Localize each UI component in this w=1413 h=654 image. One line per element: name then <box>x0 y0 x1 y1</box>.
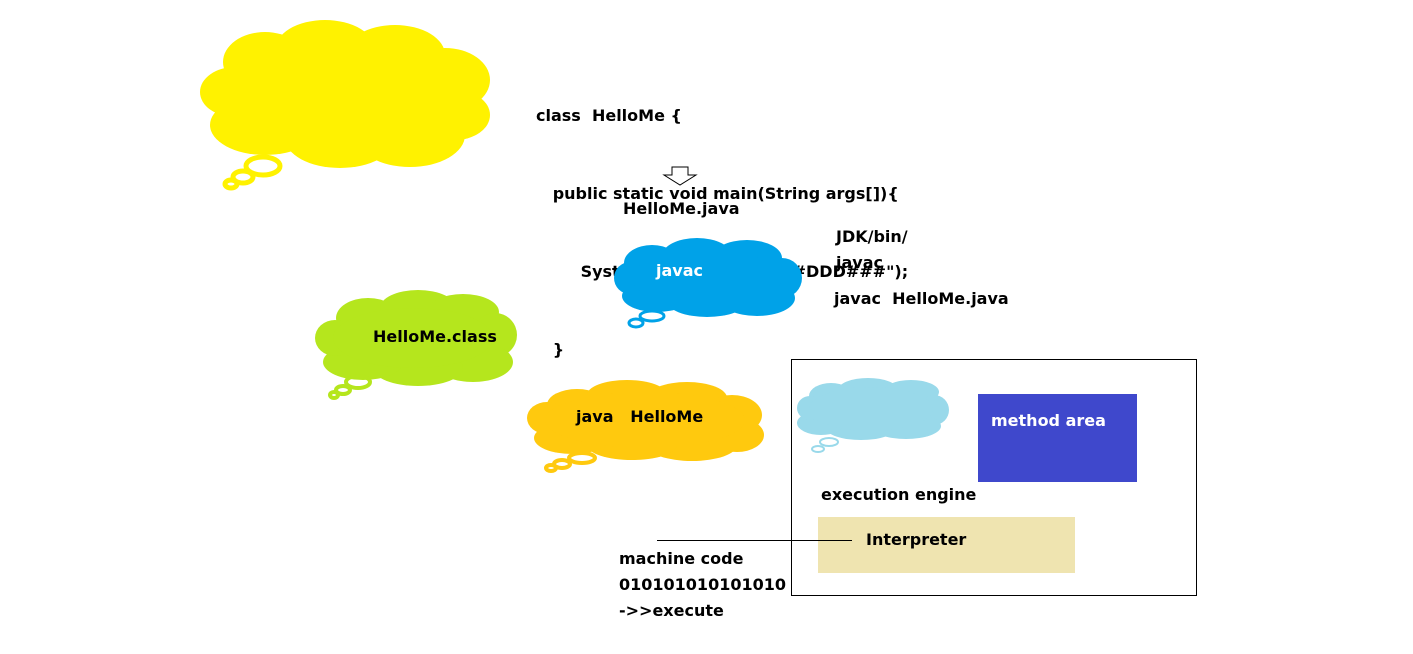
yellow-thought-cloud <box>200 20 490 191</box>
connector-line <box>657 540 852 541</box>
down-arrow-icon <box>662 166 698 186</box>
lightblue-thought-cloud <box>797 378 949 453</box>
java-cloud-label: java HelloMe <box>576 407 704 426</box>
code-line: public static void main(String args[]){ <box>536 184 899 203</box>
javac-command: javac HelloMe.java <box>834 289 1009 308</box>
code-line: class HelloMe { <box>536 106 682 125</box>
interpreter-box <box>818 517 1075 573</box>
machine-code-execute: ->>execute <box>619 601 724 620</box>
code-line: } <box>536 340 565 359</box>
method-area-label: method area <box>991 411 1106 430</box>
jdk-path: JDK/bin/ <box>836 227 908 246</box>
class-cloud-label: HelloMe.class <box>373 327 497 346</box>
machine-code-bits: 010101010101010 <box>619 575 786 594</box>
cloud-body <box>200 20 490 168</box>
machine-code-label: machine code <box>619 549 744 568</box>
method-area-box <box>978 394 1137 482</box>
interpreter-label: Interpreter <box>866 530 967 549</box>
source-file-label: HelloMe.java <box>623 199 740 218</box>
javac-cloud-label: javac <box>656 261 703 280</box>
class-cloud <box>315 290 517 400</box>
execution-engine-label: execution engine <box>821 485 977 504</box>
jdk-javac: javac <box>836 253 883 272</box>
jvm-box <box>791 359 1197 596</box>
javac-cloud <box>614 238 802 329</box>
java-cloud <box>527 380 764 473</box>
cloud-tail <box>222 154 283 191</box>
